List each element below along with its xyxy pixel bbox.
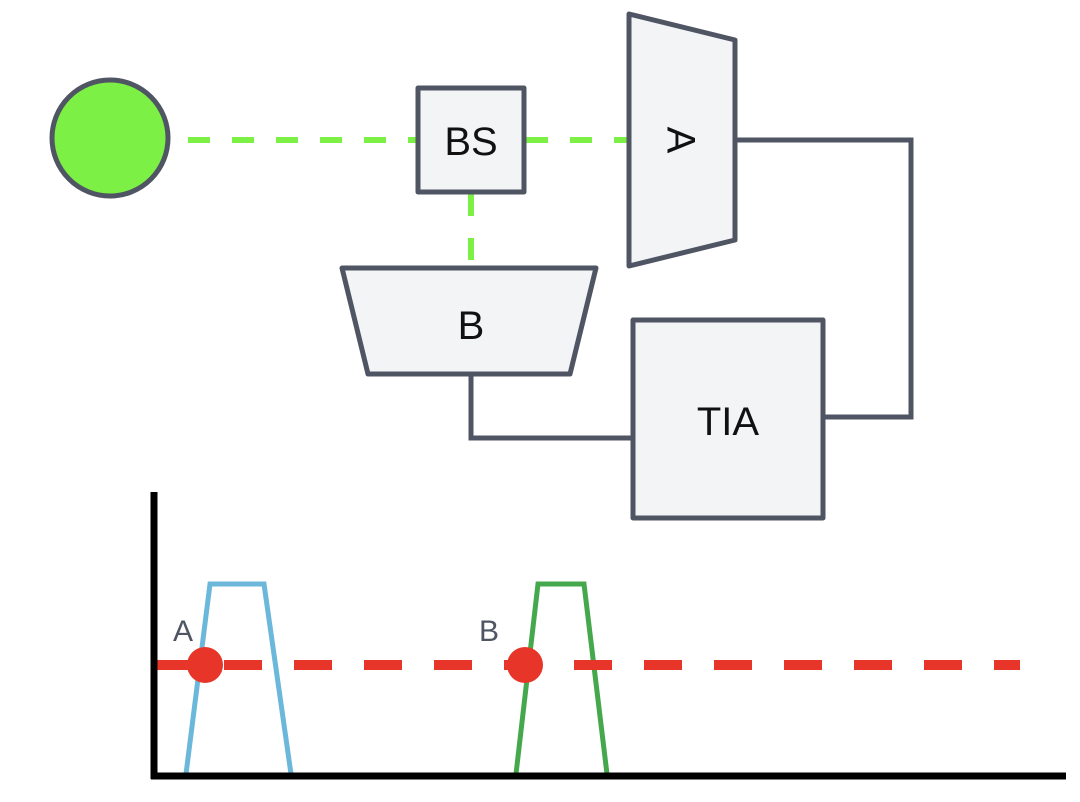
wire-detector-a-to-tia: [736, 137, 914, 420]
signal-plot: A B: [150, 492, 1066, 780]
detector-a-block: A: [626, 11, 738, 269]
marker-a-label: A: [173, 615, 193, 648]
detector-b-label: B: [458, 304, 485, 348]
crossing-marker-a: [187, 647, 223, 683]
light-source-circle: [49, 77, 171, 199]
wire-detector-b-to-tia: [468, 374, 632, 441]
beam-splitter-label: BS: [444, 120, 497, 164]
tia-block: TIA: [630, 317, 826, 521]
detector-a-label: A: [658, 127, 702, 154]
tia-label: TIA: [697, 400, 760, 444]
marker-b-label: B: [479, 615, 499, 648]
detector-b-block: B: [339, 265, 599, 377]
crossing-marker-b: [507, 647, 543, 683]
beam-splitter-block: BS: [415, 85, 527, 195]
